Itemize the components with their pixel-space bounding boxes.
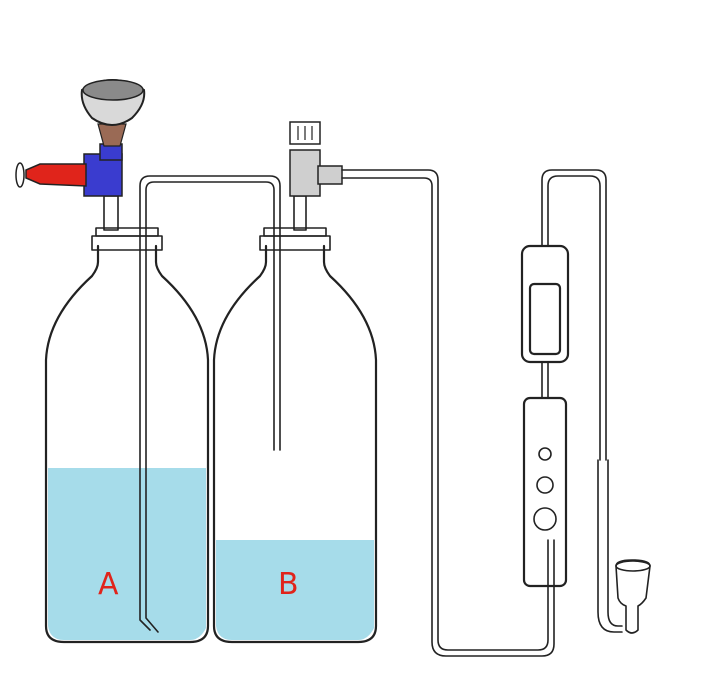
diffuser-cup-icon — [615, 559, 651, 634]
bottle-b-outline — [212, 244, 378, 644]
bubble-3 — [533, 507, 557, 531]
funnel-stem — [97, 123, 127, 147]
check-valve-icon — [520, 244, 570, 364]
gas-output-tube — [341, 169, 555, 657]
bottle-a-cap-top — [95, 227, 159, 237]
bottle-a-outline — [44, 244, 210, 644]
valve-a-handle — [25, 163, 87, 187]
bottle-a-label: A — [98, 567, 119, 602]
transfer-tube — [139, 175, 281, 633]
bubble-counter-icon — [522, 396, 568, 588]
stopcock-valve-a — [15, 79, 146, 231]
bubble-1 — [538, 447, 552, 461]
bottle-b-liquid — [216, 540, 374, 640]
bottle-b — [212, 227, 378, 644]
bottle-a-liquid — [48, 468, 206, 640]
bottle-b-label: B — [278, 567, 299, 602]
bottle-a-cap — [91, 235, 163, 251]
diffuser-tube — [541, 169, 623, 633]
bottle-b-cap — [259, 235, 331, 251]
bubble-2 — [536, 476, 554, 494]
tee-fitting-icon — [289, 121, 343, 231]
bottle-a — [44, 227, 210, 644]
valve-a-handle-ring — [15, 162, 25, 188]
tee-fitting-body — [289, 149, 321, 197]
